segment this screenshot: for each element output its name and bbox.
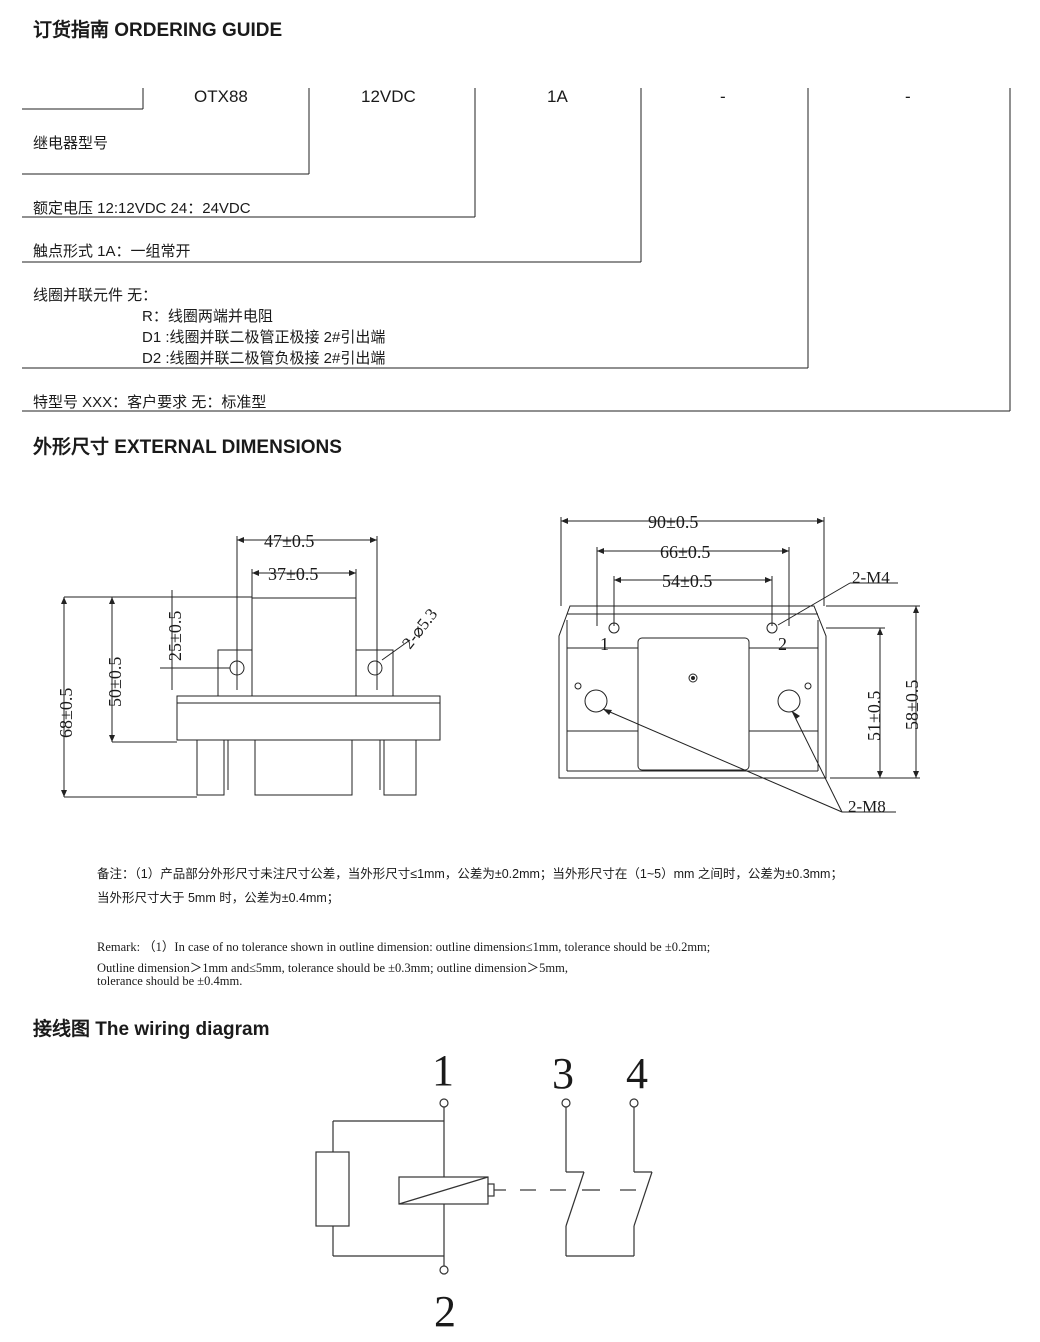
row-special-label: 特型号 XXX：客户要求 无：标准型	[33, 394, 267, 411]
row-coil-d2: D2 :线圈并联二极管负极接 2#引出端	[142, 350, 386, 367]
remark-en-line2: Outline dimension＞1mm and≤5mm, tolerance…	[97, 961, 568, 975]
dim-90: 90±0.5	[648, 512, 698, 532]
pin-label-4: 4	[626, 1049, 648, 1098]
note-cn-line2: 当外形尺寸大于 5mm 时，公差为±0.4mm；	[97, 891, 340, 905]
terminal-label-1: 1	[600, 634, 609, 654]
remark-en-line1: Remark: （1）In case of no tolerance shown…	[97, 940, 711, 954]
dim-m4: 2-M4	[852, 568, 890, 587]
front-view-drawing: 90±0.5 66±0.5 54±0.5 2-M4 2-M8 51±0.5 58…	[558, 512, 922, 816]
row-model-label: 继电器型号	[33, 135, 109, 152]
terminal-label-2: 2	[778, 634, 787, 654]
code-model: OTX88	[194, 87, 248, 106]
dim-m8: 2-M8	[848, 797, 886, 816]
dim-68: 68±0.5	[56, 688, 76, 738]
remark-en-line3: tolerance should be ±0.4mm.	[97, 974, 243, 988]
dim-54: 54±0.5	[662, 571, 712, 591]
pin-label-1: 1	[432, 1046, 454, 1095]
wiring-diagram: 1 3 4 2	[315, 1046, 653, 1336]
pin-label-2: 2	[434, 1287, 456, 1336]
external-dimensions-heading: 外形尺寸 EXTERNAL DIMENSIONS	[33, 437, 342, 458]
wiring-diagram-heading: 接线图 The wiring diagram	[33, 1019, 270, 1040]
code-voltage: 12VDC	[361, 87, 416, 106]
row-coil-r: R：线圈两端并电阻	[142, 308, 273, 325]
row-coil-d1: D1 :线圈并联二极管正极接 2#引出端	[142, 329, 386, 346]
dim-51: 51±0.5	[864, 691, 884, 741]
row-contact-label: 触点形式 1A：一组常开	[33, 243, 191, 260]
dim-25: 25±0.5	[165, 611, 185, 661]
dim-47: 47±0.5	[264, 531, 314, 551]
side-view-drawing: 47±0.5 37±0.5 25±0.5 50±0.5 68±0.5 2-⌀5.…	[56, 531, 441, 798]
ordering-guide-heading: 订货指南 ORDERING GUIDE	[33, 20, 283, 41]
ordering-guide-table-lines	[22, 88, 1011, 412]
dim-hole: 2-⌀5.3	[398, 605, 441, 653]
row-voltage-label: 额定电压 12:12VDC 24：24VDC	[33, 200, 251, 217]
dim-50: 50±0.5	[105, 657, 125, 707]
note-cn-line1: 备注：（1）产品部分外形尺寸未注尺寸公差，当外形尺寸≤1mm，公差为±0.2mm…	[97, 867, 843, 881]
code-special: -	[905, 87, 911, 106]
code-contact: 1A	[547, 87, 568, 106]
dim-66: 66±0.5	[660, 542, 710, 562]
row-coil-label: 线圈并联元件 无：	[33, 287, 158, 304]
code-coil: -	[720, 87, 726, 106]
pin-label-3: 3	[552, 1049, 574, 1098]
dim-37: 37±0.5	[268, 564, 318, 584]
dim-58: 58±0.5	[902, 680, 922, 730]
